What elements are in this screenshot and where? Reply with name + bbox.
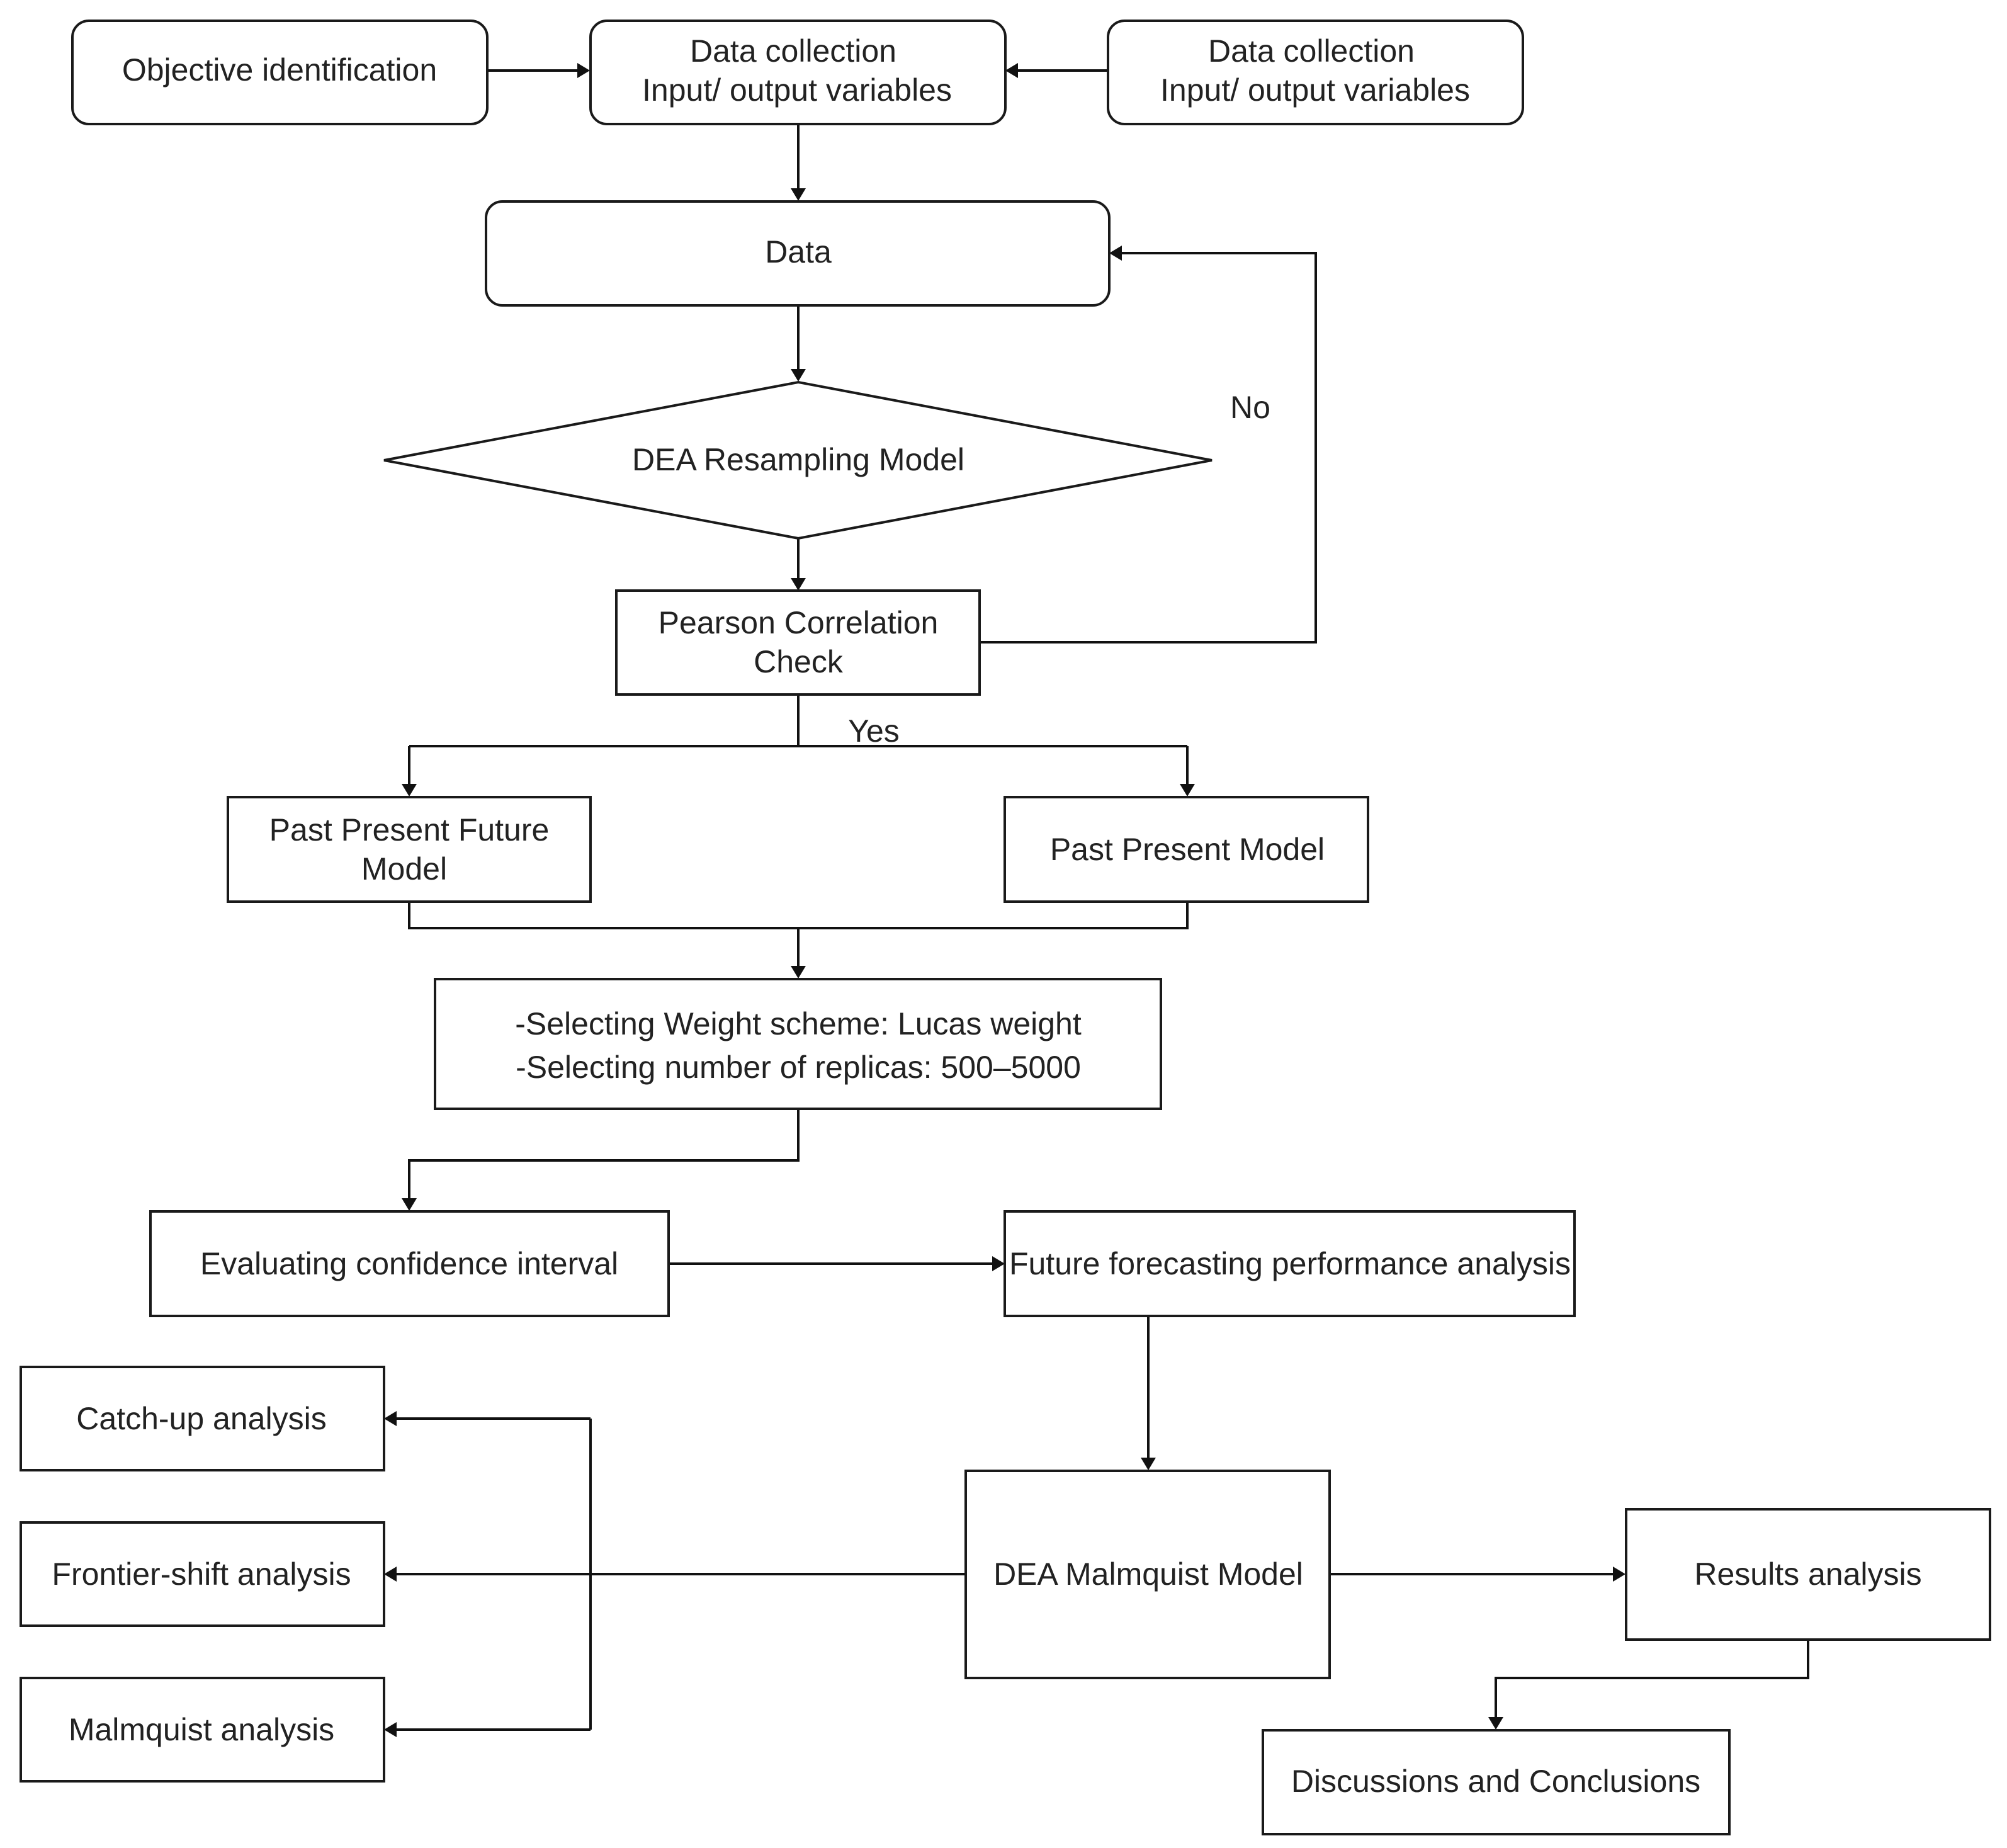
edge-models-merge-to-weights — [408, 902, 1189, 966]
arrowhead — [402, 784, 417, 796]
label-ppf-model-line2: Model — [361, 851, 447, 887]
nodes — [20, 20, 1991, 1835]
edge-pearson-to-data-no — [980, 252, 1317, 643]
edges — [384, 63, 1809, 1737]
arrowhead — [402, 1198, 417, 1211]
label-data-collection-external-line1: Data collection — [1208, 33, 1415, 69]
arrowhead — [1109, 246, 1122, 261]
node-objective-identification — [71, 20, 489, 125]
node-past-present-future-model — [227, 796, 592, 903]
node-confidence-interval — [149, 1210, 670, 1317]
label-confidence: Evaluating confidence interval — [200, 1246, 618, 1281]
label-malmquist-analysis: Malmquist analysis — [69, 1712, 334, 1747]
label-dea-resampling: DEA Resampling Model — [632, 442, 964, 477]
label-results: Results analysis — [1694, 1556, 1921, 1592]
label-data-collection-line1: Data collection — [690, 33, 896, 69]
label-weights-line2: -Selecting number of replicas: 500–5000 — [516, 1050, 1081, 1085]
label-pp-model: Past Present Model — [1050, 832, 1325, 867]
arrowhead — [577, 63, 590, 78]
arrowhead — [1613, 1567, 1625, 1582]
node-past-present-model — [1004, 796, 1369, 903]
label-ppf-model-line1: Past Present Future — [269, 812, 550, 847]
edge-labels: No Yes — [848, 390, 1270, 749]
arrowhead — [791, 188, 806, 201]
node-weight-scheme — [434, 978, 1162, 1110]
arrowhead — [384, 1567, 397, 1582]
label-data-collection-external-line2: Input/ output variables — [1160, 72, 1470, 108]
node-dea-malmquist-model — [964, 1470, 1331, 1679]
edge-label-yes: Yes — [848, 713, 900, 749]
node-data-collection-external — [1107, 20, 1524, 125]
label-data-collection-line2: Input/ output variables — [642, 72, 952, 108]
edge-results-to-discussions — [1495, 1640, 1809, 1717]
node-malmquist-analysis — [20, 1677, 385, 1783]
node-discussions-conclusions — [1262, 1729, 1731, 1835]
node-dea-resampling-decision — [383, 380, 1213, 540]
label-weights-line1: -Selecting Weight scheme: Lucas weight — [515, 1006, 1082, 1041]
arrowhead — [791, 369, 806, 382]
label-pearson-line2: Check — [754, 644, 844, 679]
arrowhead — [791, 966, 806, 978]
node-catch-up-analysis — [20, 1366, 385, 1471]
label-forecasting: Future forecasting performance analysis — [1009, 1246, 1571, 1281]
label-objective: Objective identification — [122, 52, 437, 88]
label-malmquist-model: DEA Malmquist Model — [993, 1556, 1303, 1592]
arrowhead — [791, 578, 806, 591]
label-frontier: Frontier-shift analysis — [52, 1556, 351, 1592]
node-data — [485, 200, 1111, 307]
arrowhead — [384, 1411, 397, 1426]
node-data-collection — [589, 20, 1007, 125]
edge-weights-to-confidence — [408, 1109, 800, 1198]
label-data: Data — [765, 234, 832, 269]
arrowhead — [1488, 1717, 1503, 1730]
edge-pearson-yes-split — [408, 694, 1189, 784]
node-pearson-correlation-check — [615, 589, 981, 696]
label-discussions: Discussions and Conclusions — [1291, 1764, 1700, 1799]
arrowhead — [384, 1722, 397, 1737]
node-frontier-shift-analysis — [20, 1521, 385, 1627]
arrowhead — [1180, 784, 1195, 796]
label-pearson-line1: Pearson Correlation — [659, 605, 939, 640]
label-catchup: Catch-up analysis — [76, 1401, 326, 1436]
edge-malmquist-model-to-analyses — [397, 1417, 966, 1731]
arrowhead — [992, 1256, 1005, 1271]
edge-label-no: No — [1230, 390, 1270, 425]
arrowhead — [1005, 63, 1018, 78]
node-future-forecasting — [1004, 1210, 1576, 1317]
arrowhead — [1141, 1458, 1156, 1470]
node-labels: Objective identification Data collection… — [52, 33, 1921, 1799]
node-results-analysis — [1625, 1508, 1991, 1641]
